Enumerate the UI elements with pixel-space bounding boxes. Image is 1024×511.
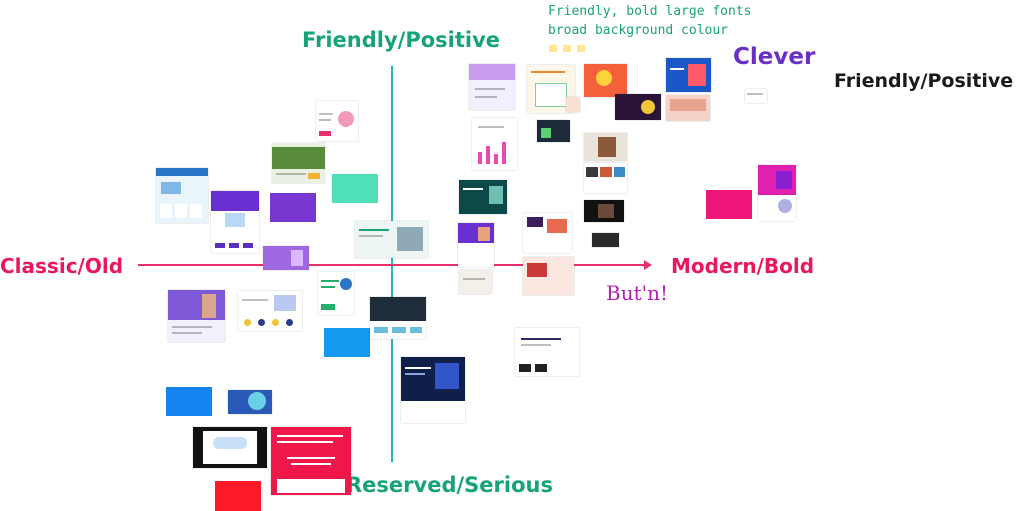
annotation-clever: Clever (733, 44, 816, 70)
sticky-red[interactable] (215, 481, 261, 511)
axis-label-left: Classic/Old (0, 254, 124, 278)
horizontal-axis-line (138, 264, 648, 266)
note-sticky-1 (549, 45, 557, 52)
axis-label-right: Modern/Bold (671, 254, 815, 278)
note-line-1: Friendly, bold large fonts (548, 4, 752, 19)
sticky-pink[interactable] (706, 190, 752, 219)
note-sticky-2 (563, 45, 571, 52)
website-thumbnail[interactable] (469, 64, 515, 110)
website-thumbnail[interactable] (318, 272, 354, 315)
website-thumbnail[interactable] (459, 270, 492, 294)
sticky-teal[interactable] (332, 174, 378, 203)
horizontal-axis-arrowhead (644, 260, 652, 270)
website-thumbnail[interactable] (584, 163, 627, 193)
website-thumbnail[interactable] (193, 427, 267, 468)
website-thumbnail[interactable] (745, 89, 767, 103)
sticky-purple[interactable] (270, 193, 316, 222)
website-thumbnail[interactable] (168, 290, 225, 342)
website-thumbnail[interactable] (272, 143, 325, 183)
website-thumbnail[interactable] (228, 390, 272, 414)
website-thumbnail[interactable] (355, 221, 428, 258)
website-thumbnail[interactable] (666, 58, 711, 92)
website-thumbnail[interactable] (156, 168, 208, 223)
website-thumbnail[interactable] (515, 328, 579, 376)
website-thumbnail[interactable] (370, 297, 426, 339)
website-thumbnail[interactable] (263, 246, 309, 270)
website-thumbnail[interactable] (537, 120, 570, 142)
note-sticky-3 (577, 45, 585, 52)
annotation-friendly-positive-right: Friendly/Positive (834, 70, 1014, 92)
note-line-2: broad background colour (548, 23, 729, 38)
website-thumbnail[interactable] (472, 118, 517, 170)
website-thumbnail[interactable] (615, 94, 661, 120)
website-thumbnail[interactable] (523, 213, 572, 253)
website-thumbnail[interactable] (758, 195, 796, 221)
website-thumbnail[interactable] (271, 427, 351, 495)
website-thumbnail[interactable] (527, 65, 575, 113)
website-thumbnail[interactable] (238, 291, 302, 331)
sticky-blue-center[interactable] (324, 328, 370, 357)
website-thumbnail[interactable] (584, 200, 624, 222)
website-thumbnail[interactable] (458, 223, 494, 267)
website-thumbnail[interactable] (401, 357, 465, 423)
website-thumbnail[interactable] (758, 165, 796, 195)
website-thumbnail[interactable] (459, 180, 507, 214)
annotation-butn: But'n! (606, 281, 669, 305)
website-thumbnail[interactable] (566, 97, 580, 112)
website-thumbnail[interactable] (666, 95, 710, 121)
website-thumbnail[interactable] (211, 191, 259, 253)
website-thumbnail[interactable] (584, 64, 627, 97)
website-thumbnail[interactable] (584, 133, 627, 161)
website-thumbnail[interactable] (523, 257, 574, 295)
axis-label-top: Friendly/Positive (302, 28, 501, 52)
website-thumbnail[interactable] (316, 101, 358, 141)
sticky-blue-left[interactable] (166, 387, 212, 416)
website-thumbnail[interactable] (592, 233, 619, 247)
axis-label-bottom: Reserved/Serious (346, 473, 553, 497)
